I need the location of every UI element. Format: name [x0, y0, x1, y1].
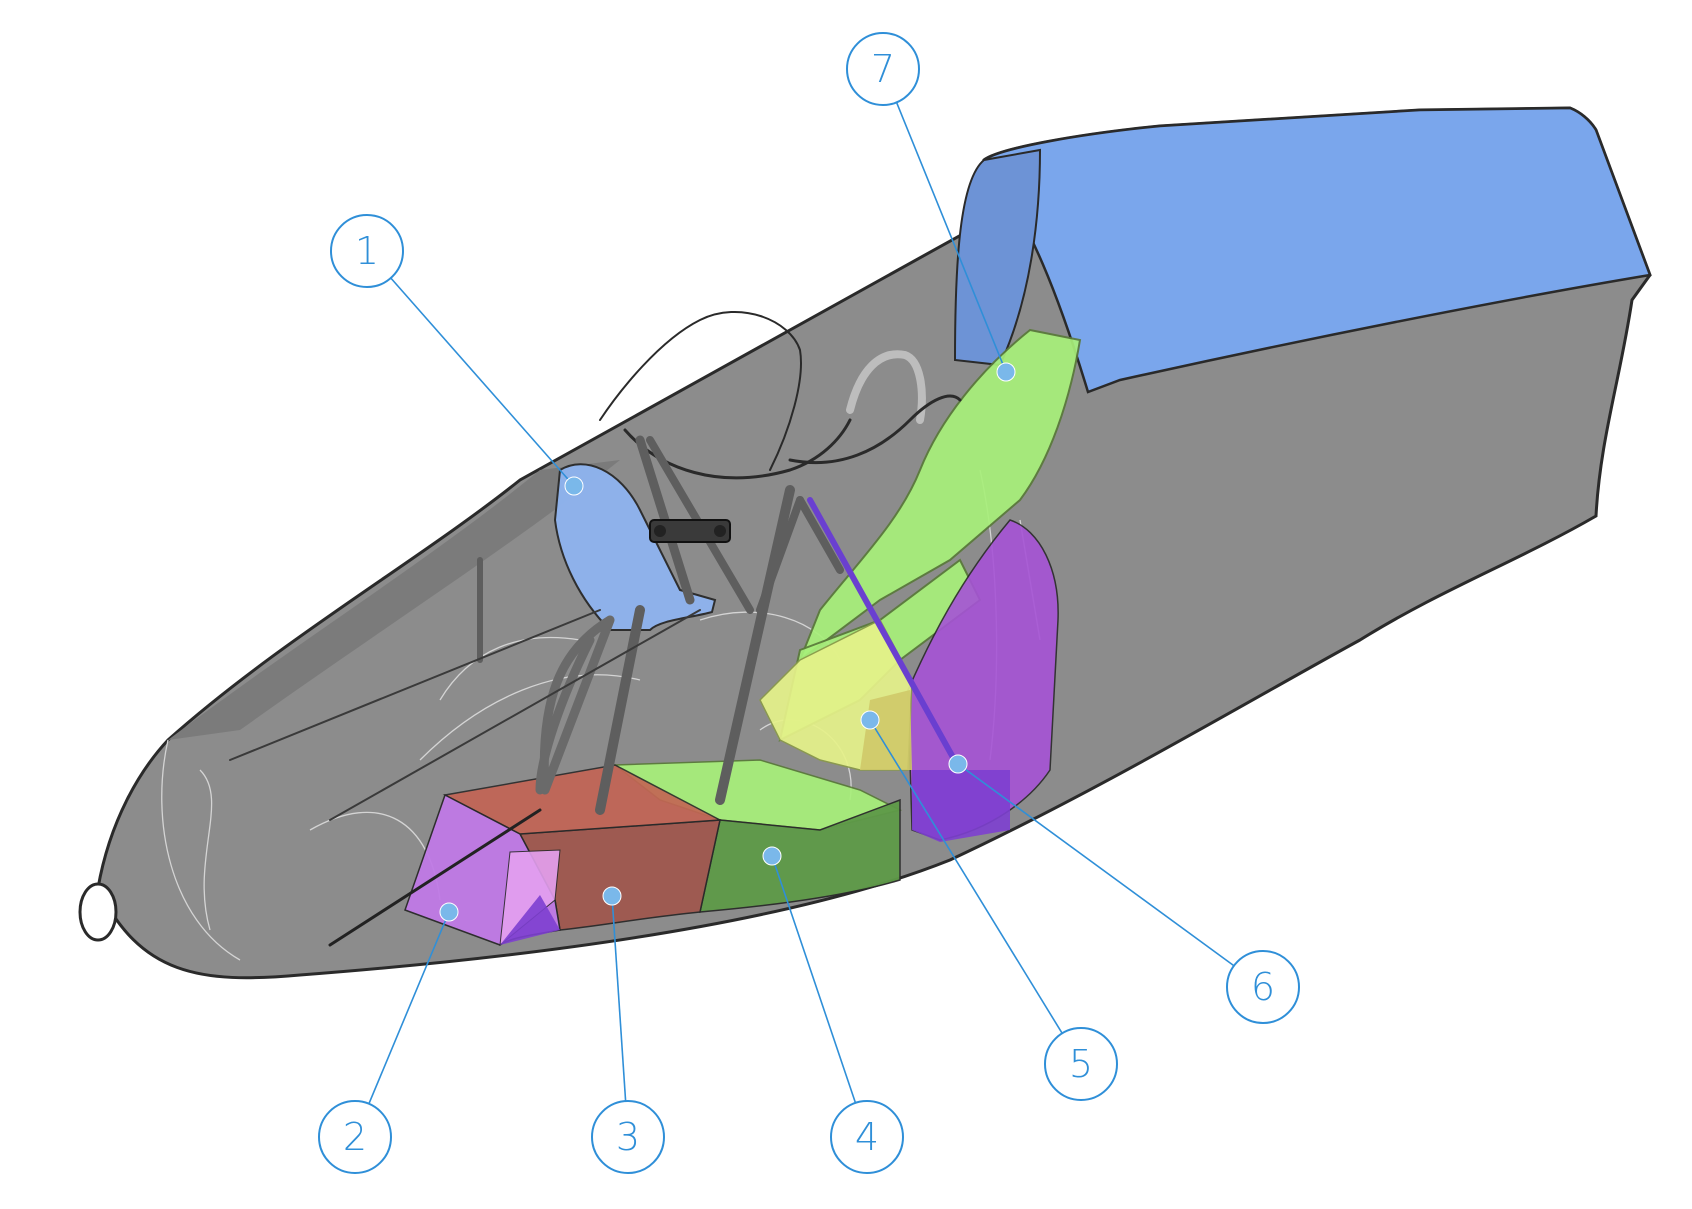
- callout-leader-4: [771, 855, 857, 1104]
- callout-markers: 1 2 3 4 5 6 7: [318, 32, 1300, 1174]
- callout-circle-7: [846, 32, 920, 106]
- callout-leader-7: [895, 102, 1007, 373]
- callout-number-2: 2: [343, 1115, 367, 1159]
- callout-number-7: 7: [871, 47, 895, 91]
- control-rod: [807, 497, 963, 773]
- callout-circle-3: [591, 1100, 665, 1174]
- nose-cap: [78, 882, 118, 942]
- tank-region-2-dark: [500, 895, 560, 945]
- callout-circle-5: [1044, 1027, 1118, 1101]
- callout-7: 7: [846, 32, 920, 106]
- callout-2: 2: [318, 1100, 392, 1174]
- callout-number-4: 4: [855, 1115, 879, 1159]
- callout-circle-6: [1226, 950, 1300, 1024]
- callout-dot-6: [948, 754, 968, 774]
- callout-circle-1: [330, 214, 404, 288]
- callout-5: 5: [1044, 1027, 1118, 1101]
- tank-region-6-lower: [912, 770, 1010, 842]
- callout-leader-1: [390, 277, 575, 487]
- callout-leaders: [368, 102, 1235, 1105]
- callout-4: 4: [830, 1100, 904, 1174]
- callout-number-6: 6: [1251, 965, 1275, 1009]
- callout-dot-5: [860, 710, 880, 730]
- callout-leader-6: [957, 763, 1235, 967]
- tank-region-7-fairing: [982, 106, 1652, 394]
- tank-region-2-face: [499, 849, 561, 947]
- callout-circle-4: [830, 1100, 904, 1174]
- upper-decking: [168, 460, 620, 740]
- callout-number-1: 1: [355, 229, 379, 273]
- tank-region-4: [699, 798, 901, 913]
- callout-6: 6: [1226, 950, 1300, 1024]
- front-seat-back: [553, 463, 717, 631]
- callout-leader-2: [368, 911, 450, 1105]
- callout-dot-7: [996, 362, 1016, 382]
- callout-circle-2: [318, 1100, 392, 1174]
- callout-dot-2: [439, 902, 459, 922]
- callout-dot-3: [602, 886, 622, 906]
- callout-number-5: 5: [1069, 1042, 1093, 1086]
- rear-headrest-hoop: [846, 350, 926, 424]
- rear-top-bow: [788, 394, 962, 465]
- front-canopy-hoop: [599, 311, 802, 471]
- rear-seat-back: [797, 328, 1082, 663]
- frame-structure: [229, 311, 963, 947]
- callout-3: 3: [591, 1100, 665, 1174]
- callout-dot-4: [762, 846, 782, 866]
- callout-leader-5: [869, 719, 1063, 1034]
- callout-number-3: 3: [616, 1115, 640, 1159]
- tank-region-5-side: [860, 690, 912, 770]
- callout-1: 1: [330, 214, 404, 288]
- callout-dot-1: [564, 476, 584, 496]
- callout-leader-3: [611, 895, 627, 1102]
- control-assembly: [649, 519, 731, 543]
